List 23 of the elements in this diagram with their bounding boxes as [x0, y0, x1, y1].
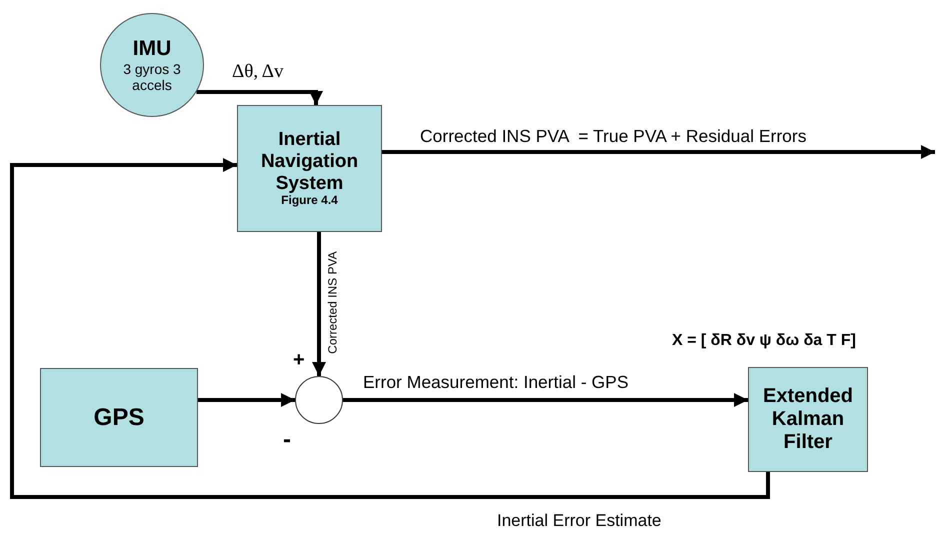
node-title: IMU: [132, 36, 172, 61]
edge-label: Corrected INS PVA: [326, 251, 340, 354]
arrow: [312, 232, 326, 376]
node-subtitle: Figure 4.4: [281, 194, 338, 208]
edge-label: Error Measurement: Inertial - GPS: [363, 373, 628, 392]
node-title: Extended Kalman Filter: [762, 385, 854, 454]
process-box: [237, 105, 382, 232]
sign-label: +: [293, 350, 305, 370]
summing-junction: [295, 376, 343, 424]
process-box: [40, 368, 198, 467]
node-subtitle: 3 gyros 3 accels: [122, 60, 182, 94]
sign-label: -: [283, 428, 291, 452]
arrow: [10, 158, 770, 499]
edge-label: Δθ, Δv: [232, 62, 284, 83]
node-title: Inertial Navigation System: [260, 128, 360, 194]
arrow: [196, 90, 323, 105]
state-vector-label: X = [ δR δv ψ δω δa T F]: [672, 333, 856, 349]
edge-label: Inertial Error Estimate: [497, 512, 662, 531]
arrow: [382, 145, 935, 159]
arrow: [198, 393, 295, 407]
edge-label: Corrected INS PVA = True PVA + Residual Errors: [420, 127, 806, 146]
node-title: GPS: [94, 404, 144, 432]
process-box: [748, 367, 868, 472]
